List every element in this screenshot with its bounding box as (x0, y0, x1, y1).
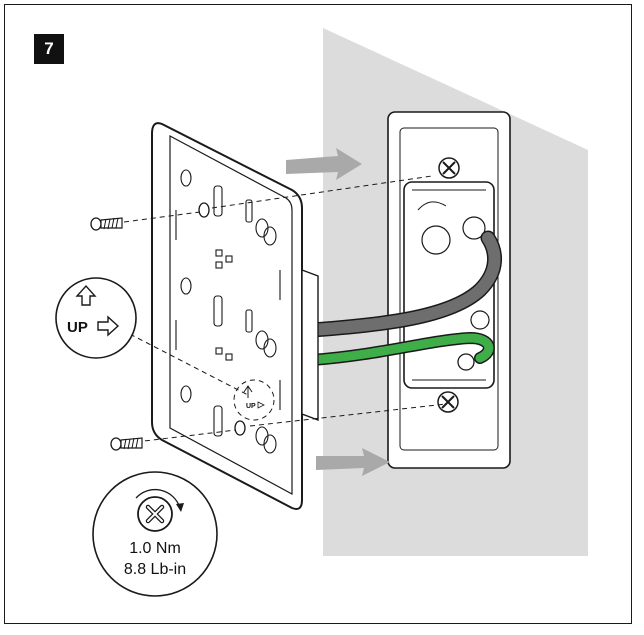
screw-icon (110, 437, 143, 451)
torque-nm: 1.0 Nm (129, 540, 181, 557)
push-direction-arrow (286, 148, 362, 180)
phillips-screw-icon (137, 496, 173, 532)
diagram-frame (4, 4, 632, 624)
alignment-lines (121, 175, 447, 443)
right-arrow-icon (97, 315, 120, 337)
device-plate (151, 122, 319, 510)
step-number-badge: 7 (34, 34, 64, 64)
push-direction-arrow (316, 448, 390, 476)
orientation-callout: UP (55, 277, 137, 359)
torque-callout: 1.0 Nm 8.8 Lb-in (92, 471, 218, 597)
rotate-clockwise-icon (135, 488, 184, 512)
plate-up-marker: UP (243, 385, 265, 410)
up-arrow-icon (75, 284, 97, 306)
screw-icon (90, 217, 123, 231)
torque-lbin: 8.8 Lb-in (124, 561, 186, 578)
phillips-screw-icon (438, 157, 460, 179)
up-label: UP (67, 319, 88, 336)
phillips-screw-icon (437, 391, 459, 413)
plate-up-label: UP (246, 403, 256, 410)
